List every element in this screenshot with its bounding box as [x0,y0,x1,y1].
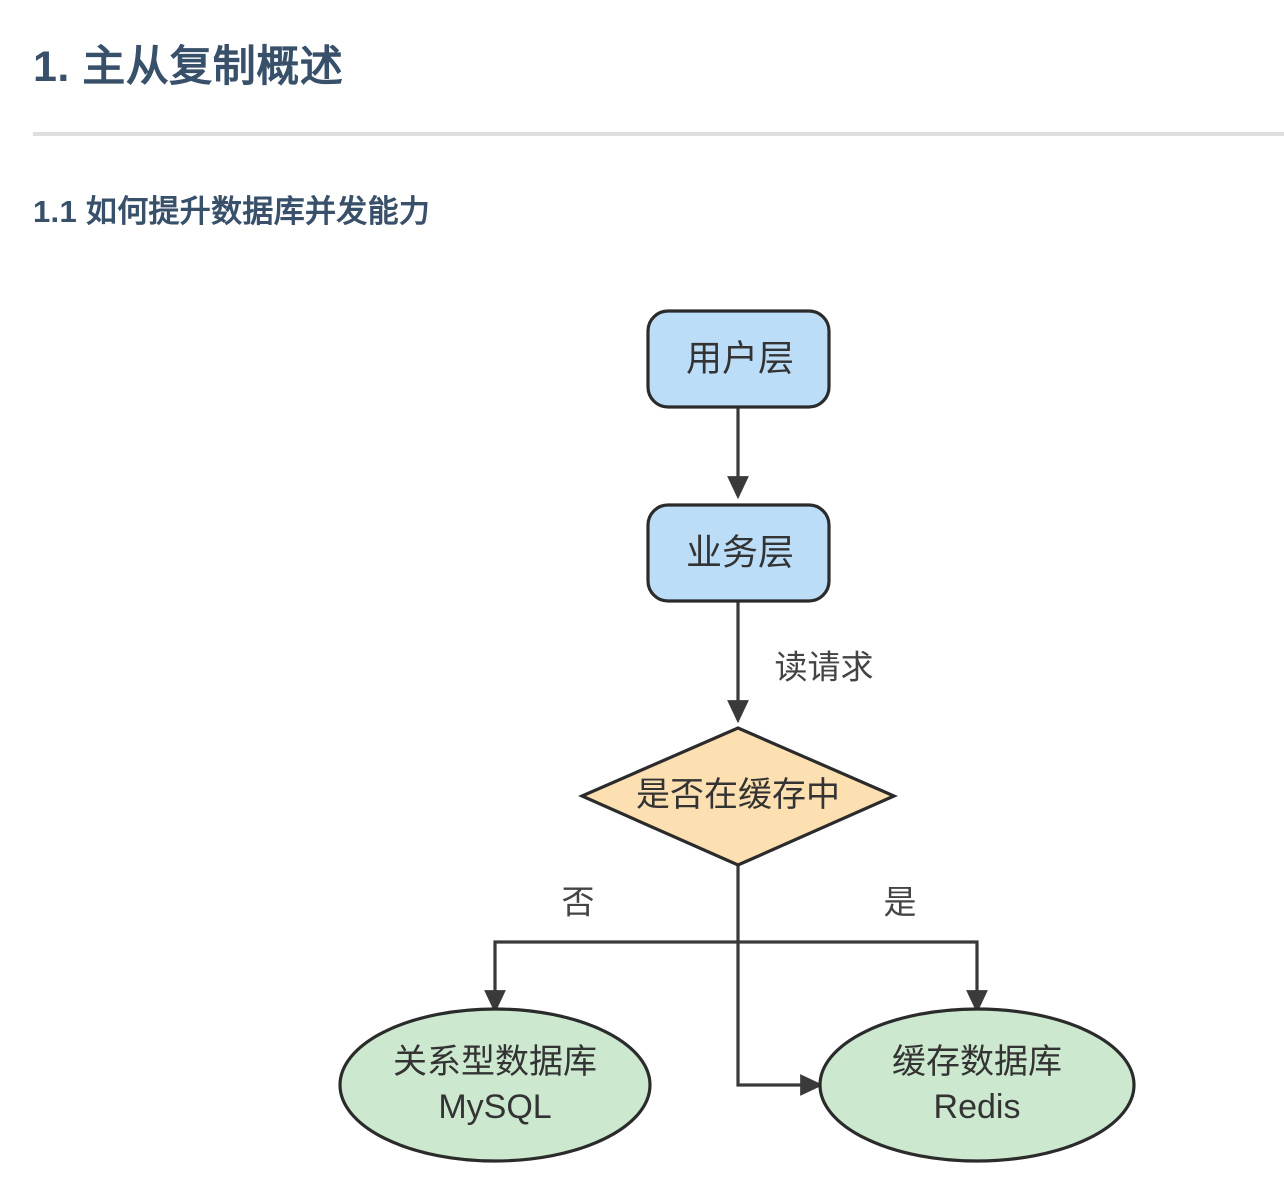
node-user-layer-label: 用户层 [686,338,794,379]
edge-decision-to-redis: 是 [738,884,988,1014]
section-title: 1.1 如何提升数据库并发能力 [33,194,431,229]
edge-business-to-decision: 读请求 [727,601,874,724]
edge-label-read-request: 读请求 [775,649,874,686]
page-title: 1. 主从复制概述 [33,43,344,91]
node-business-layer[interactable]: 业务层 [646,503,831,603]
node-cache-decision[interactable]: 是否在缓存中 [578,726,898,867]
node-redis-db-label-line1: 缓存数据库 [892,1043,1062,1081]
edge-decision-to-mysql: 否 [484,884,738,1014]
node-mysql-db-label-line1: 关系型数据库 [393,1043,597,1081]
flowchart-diagram: 读请求 否 是 用户层 [0,280,1284,1202]
node-redis-db[interactable]: 缓存数据库 Redis [818,1007,1136,1163]
node-cache-decision-label: 是否在缓存中 [636,776,840,814]
node-mysql-db-label-line2: MySQL [438,1088,551,1126]
page-title-container: 1. 主从复制概述 [33,42,1263,93]
edge-label-no: 否 [562,884,595,921]
edge-decision-center-to-redis [736,942,824,1096]
node-user-layer[interactable]: 用户层 [646,309,831,409]
edge-label-yes: 是 [884,884,917,921]
node-business-layer-label: 业务层 [686,532,794,573]
node-redis-db-label-line2: Redis [934,1088,1021,1126]
title-divider [33,132,1284,136]
section-title-container: 1.1 如何提升数据库并发能力 [33,193,1263,232]
node-mysql-db[interactable]: 关系型数据库 MySQL [338,1007,652,1163]
